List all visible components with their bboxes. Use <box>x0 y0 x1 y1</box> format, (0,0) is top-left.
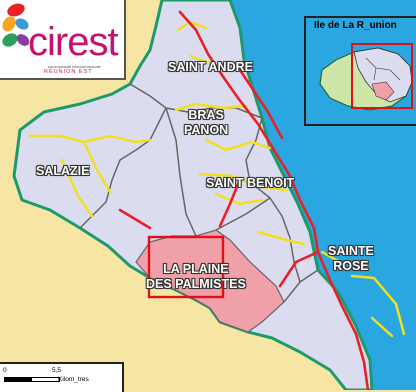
scale-bar <box>4 377 60 382</box>
scale-zero: 0 <box>3 367 7 374</box>
inset-focus-frame <box>351 43 413 109</box>
label-sainte-rose: SAINTE ROSE <box>328 244 374 274</box>
inset-map: Ile de La R_union <box>304 16 416 126</box>
label-salazie: SALAZIE <box>36 164 90 178</box>
main-roads <box>118 10 370 390</box>
cirest-logo-tagline-small: communauté intercommunale <box>48 64 101 69</box>
label-plaine-line1: LA PLAINE <box>163 262 229 276</box>
cirest-logo-petals-icon <box>2 3 30 47</box>
label-sainte-rose-line1: SAINTE <box>328 244 374 258</box>
cirest-logo-text: cirest <box>28 20 119 64</box>
label-plaine-line2: DES PALMISTES <box>146 277 246 291</box>
label-sainte-rose-line2: ROSE <box>333 259 369 273</box>
label-saint-benoit: SAINT BENOIT <box>206 176 295 190</box>
inset-island <box>319 43 413 111</box>
label-plaine-des-palmistes: LA PLAINE DES PALMISTES <box>146 262 246 292</box>
secondary-roads <box>28 20 406 338</box>
study-area-frame <box>147 235 225 299</box>
inset-plaine-area <box>371 81 395 101</box>
inset-cirest-area <box>353 47 413 103</box>
inset-title: Ile de La R_union <box>314 20 397 31</box>
label-bras-panon: BRAS PANON <box>184 108 228 138</box>
cirest-logo: cirest communauté intercommunale RÉUNION… <box>0 0 126 80</box>
label-bras-panon-line2: PANON <box>184 123 229 137</box>
plaine-des-palmistes-area <box>135 229 285 333</box>
scale-mid: 5,5 <box>52 367 62 374</box>
label-saint-andre: SAINT ANDRE <box>168 60 253 74</box>
scale-bar-box: 0 5,5 Kilom_tres <box>0 362 124 392</box>
scale-unit: Kilom_tres <box>58 376 89 383</box>
label-bras-panon-line1: BRAS <box>188 108 224 122</box>
cirest-logo-tagline: RÉUNION EST <box>44 69 93 75</box>
